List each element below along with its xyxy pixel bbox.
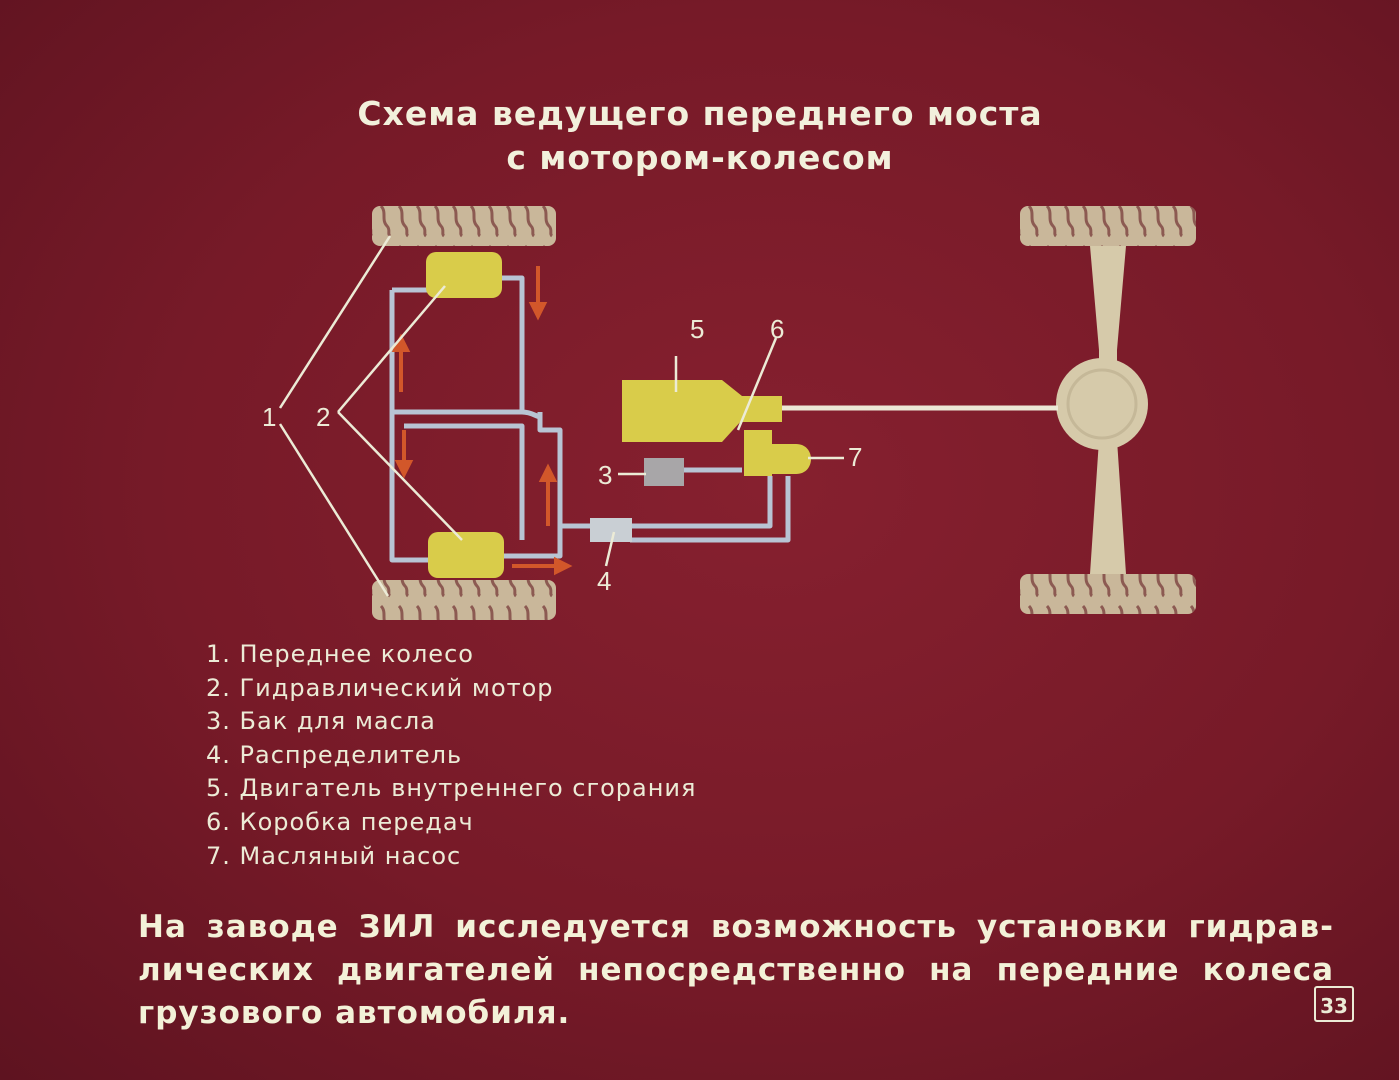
- callout-6: 6: [770, 314, 784, 344]
- hydraulic-pipes: [389, 275, 791, 563]
- legend-item: 1. Переднее колесо: [206, 640, 474, 668]
- callout-2: 2: [316, 402, 330, 432]
- rear-differential: [1056, 358, 1148, 450]
- flow-arrows: [391, 266, 573, 576]
- caption-line-2: лических двигателей непосредственно на п…: [138, 952, 1334, 988]
- oil-pump-body: [772, 444, 811, 474]
- rear-wheel-bottom: [1020, 574, 1196, 614]
- page-number: 33: [1314, 986, 1354, 1022]
- front-wheel-top: [372, 206, 556, 246]
- diagram-title-line-1: Схема ведущего переднего моста: [357, 94, 1043, 133]
- diagram-title-line-2: с мотором-колесом: [506, 138, 894, 177]
- callout-1: 1: [262, 402, 276, 432]
- caption-line-3: грузового автомобиля.: [138, 995, 571, 1031]
- callout-7: 7: [848, 442, 862, 472]
- internal-combustion-engine: [622, 380, 742, 442]
- rear-wheel-top: [1020, 206, 1196, 246]
- legend-item: 4. Распределитель: [206, 740, 463, 769]
- legend-list: 1. Переднее колесо 2. Гидравлический мот…: [206, 638, 696, 873]
- legend-item: 7. Масляный насос: [206, 841, 462, 870]
- front-wheel-bottom: [372, 580, 556, 620]
- callout-5: 5: [690, 314, 704, 344]
- oil-pump: [744, 430, 772, 476]
- callout-3: 3: [598, 460, 612, 490]
- callout-4: 4: [597, 566, 611, 596]
- legend-item: 5. Двигатель внутреннего сгорания: [206, 774, 697, 803]
- gearbox: [738, 396, 782, 422]
- caption-text: На заводе ЗИЛ исследуется возможность ус…: [138, 906, 1338, 1035]
- oil-tank: [644, 458, 684, 486]
- caption-line-1: На заводе ЗИЛ исследуется возможность ус…: [138, 909, 1334, 945]
- hydraulic-motor-top: [426, 252, 502, 298]
- hydraulic-motor-bottom: [428, 532, 504, 578]
- legend-item: 3. Бак для масла: [206, 707, 436, 736]
- legend-item: 6. Коробка передач: [206, 807, 474, 836]
- distributor: [590, 518, 632, 542]
- legend-item: 2. Гидравлический мотор: [206, 673, 554, 702]
- leader-lines: [278, 235, 844, 597]
